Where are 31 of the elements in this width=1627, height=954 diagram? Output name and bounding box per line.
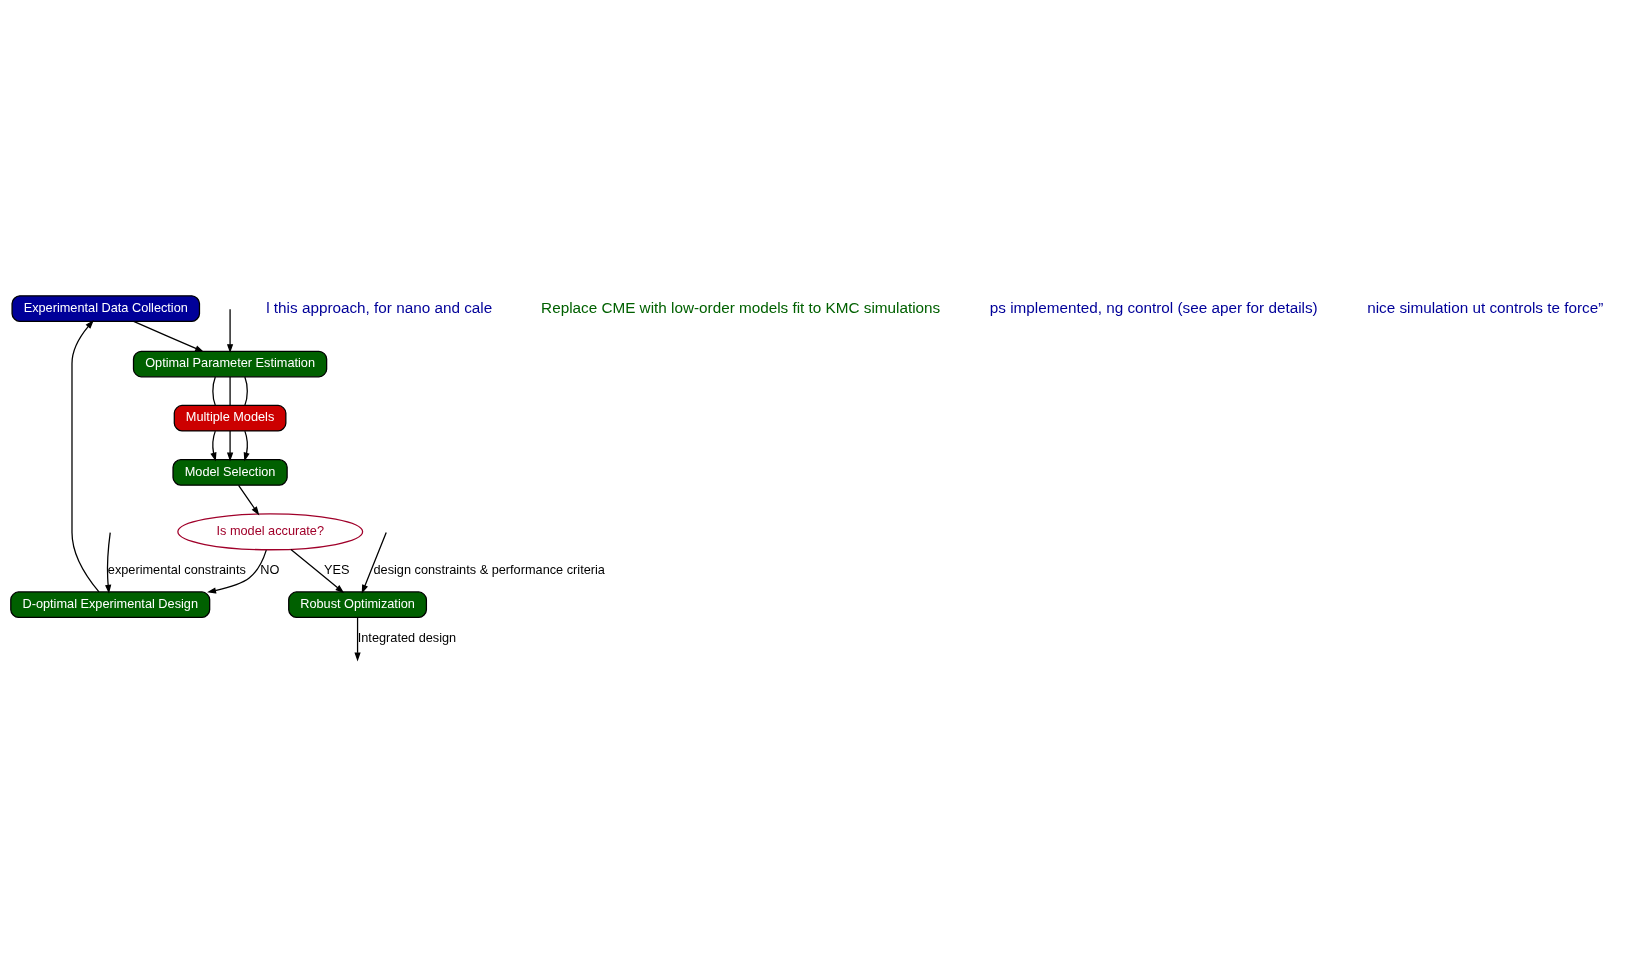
node-box: Robust Optimization [288,590,428,618]
label: ps implemented, ng control (see aper for details) [989,298,1318,316]
arrow [71,319,100,593]
node-box: Multiple Models [173,404,287,432]
edge-label: experimental constraints [107,561,246,577]
node-ellipse: Is model accurate? [177,512,364,550]
arrow [237,484,260,515]
arrow [207,548,267,593]
arrow [105,531,112,594]
node-box: Experimental Data Collection [11,294,201,322]
node-box: D-optimal Experimental Design [10,590,211,618]
node-box: Model Selection [172,458,288,486]
arrow [354,616,361,661]
label: nice simulation ut controls te force” [1367,298,1604,316]
arrow [361,531,387,594]
edge-label: YES [324,561,350,577]
label: Replace CME with low-order models fit to KMC simulations [541,298,941,316]
arrow [226,430,234,461]
edge-label: design constraints & performance criteria [373,561,605,577]
connector [212,375,216,406]
arrow [243,430,250,461]
arrow [226,308,234,353]
connector [244,375,248,406]
node-box: Optimal Parameter Estimation [132,350,328,377]
arrow [290,548,345,593]
arrow [210,430,217,461]
edge-label: NO [260,561,280,577]
edge-label: Integrated design [357,629,457,645]
label: l this approach, for nano and cale [266,298,493,316]
connector [229,375,231,406]
arrow [133,320,205,352]
